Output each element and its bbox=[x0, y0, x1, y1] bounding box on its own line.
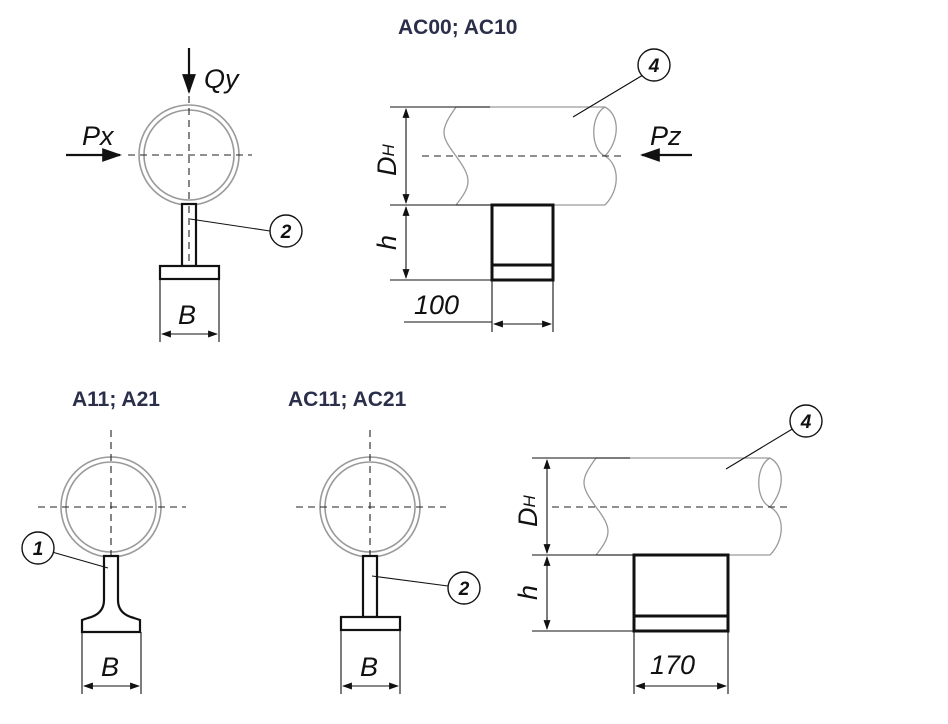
callout-2-number: 2 bbox=[458, 579, 470, 600]
side-view-ac00: Pz DH h 100 4 bbox=[372, 48, 692, 332]
side-view-ac11: DH h 170 4 bbox=[513, 404, 823, 694]
front-view-ac00: Qy Px B 2 bbox=[66, 48, 303, 342]
callout-4-leader bbox=[725, 427, 795, 470]
callout-2-leader bbox=[371, 575, 449, 587]
h-label: h bbox=[513, 585, 543, 600]
h-label: h bbox=[372, 235, 402, 250]
callout-4-circle bbox=[789, 404, 823, 438]
support-stem bbox=[361, 554, 379, 619]
dim-100-label: 100 bbox=[414, 290, 459, 320]
px-label: Px bbox=[82, 121, 115, 151]
callout-2-circle bbox=[269, 214, 303, 248]
b-label: B bbox=[101, 652, 119, 682]
pz-label: Pz bbox=[650, 121, 682, 151]
callout-1-leader bbox=[51, 551, 109, 569]
front-view-ac11: B 2 bbox=[296, 430, 481, 694]
callout-4-circle bbox=[637, 48, 671, 82]
callout-4-leader bbox=[572, 74, 644, 118]
callout-4-number: 4 bbox=[800, 412, 812, 433]
callout-2-circle bbox=[447, 571, 481, 605]
pipe-right-break-outer bbox=[604, 106, 617, 157]
support-block-base bbox=[632, 614, 730, 633]
dh-label: DH bbox=[513, 495, 543, 528]
b-label: B bbox=[178, 300, 196, 330]
callout-2-leader bbox=[189, 218, 271, 232]
qy-label: Qy bbox=[204, 64, 240, 94]
heading-a11-a21: A11; A21 bbox=[72, 388, 160, 411]
support-base-plate bbox=[158, 264, 221, 281]
pipe-left-break bbox=[443, 106, 469, 206]
pipe-left-break bbox=[583, 457, 609, 556]
b-label: B bbox=[360, 652, 378, 682]
dh-label: DH bbox=[372, 144, 402, 177]
front-view-a11: B 1 bbox=[21, 430, 186, 694]
callout-1-circle bbox=[21, 531, 55, 565]
support-block bbox=[490, 203, 555, 267]
t-profile-support bbox=[80, 554, 142, 634]
callout-4-number: 4 bbox=[648, 56, 660, 77]
dim-170-label: 170 bbox=[650, 650, 695, 680]
heading-ac11-ac21: AC11; AC21 bbox=[288, 388, 407, 411]
callout-2-number: 2 bbox=[280, 222, 292, 243]
heading-ac00-ac10: AC00; AC10 bbox=[398, 16, 517, 39]
support-block-base bbox=[490, 263, 555, 282]
support-block bbox=[632, 553, 730, 618]
pipe-right-break-outer bbox=[769, 457, 782, 508]
support-base-plate bbox=[339, 615, 402, 632]
callout-1-number: 1 bbox=[33, 539, 44, 560]
